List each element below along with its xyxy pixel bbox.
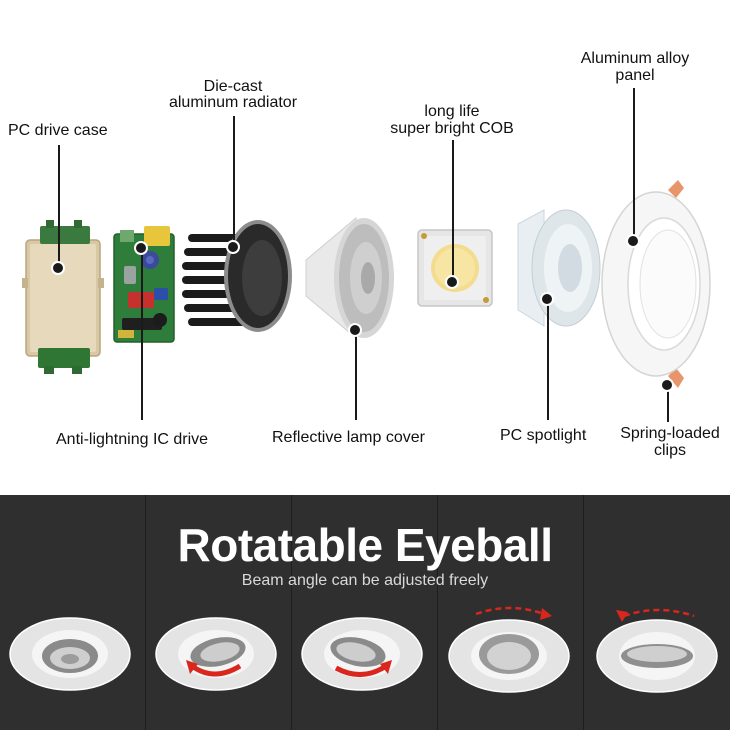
panel-label-line2: panel — [615, 67, 655, 84]
lamp-cover-label: Reflective lamp cover — [272, 429, 425, 446]
eyeball-banner — [0, 495, 730, 730]
reflective-cover-image — [305, 216, 394, 340]
ic-drive-label: Anti-lightning IC drive — [56, 431, 209, 448]
radiator-callout-dot — [226, 240, 240, 254]
ic-drive-callout-line — [141, 250, 143, 420]
radiator-label-line1: Die-cast — [203, 78, 263, 95]
downlight-tilt-right-image — [301, 617, 423, 691]
cob-callout-dot — [445, 275, 459, 289]
drive-case-callout-dot — [51, 261, 65, 275]
ic-drive-callout-dot — [134, 241, 148, 255]
panel-ring-image — [601, 180, 711, 388]
downlight-straight-image — [9, 617, 131, 691]
radiator-callout-line — [233, 116, 235, 244]
lamp-cover-callout-dot — [348, 323, 362, 337]
cob-callout-line — [452, 140, 454, 280]
cob-label-line1: long life — [424, 103, 480, 120]
pc-spotlight-image — [517, 209, 601, 327]
clips-label-line1: Spring-loaded — [620, 425, 720, 442]
cob-label-line2: super bright COB — [390, 120, 514, 137]
banner-subline: Beam angle can be adjusted freely — [241, 572, 489, 589]
downlight-tilt-left-image — [155, 617, 277, 691]
banner-panel — [0, 495, 146, 730]
spotlight-callout-dot — [540, 292, 554, 306]
banner-panel — [438, 495, 584, 730]
drive-case-image — [22, 220, 104, 374]
drive-case-callout-line — [58, 145, 60, 265]
banner-headline: Rotatable Eyeball — [177, 519, 553, 571]
spotlight-label: PC spotlight — [500, 427, 587, 444]
downlight-rotate-image — [448, 606, 570, 693]
radiator-label-line2: aluminum radiator — [168, 94, 298, 111]
lamp-cover-callout-line — [355, 330, 357, 420]
panel-label-line1: Aluminum alloy — [580, 50, 690, 67]
banner-panel — [146, 495, 292, 730]
downlight-rotate-far-image — [596, 608, 718, 693]
panel-callout-dot — [626, 234, 640, 248]
panel-callout-line — [633, 88, 635, 238]
drive-case-label: PC drive case — [8, 122, 108, 139]
spotlight-callout-line — [547, 300, 549, 420]
clips-callout-line — [667, 388, 669, 422]
clips-callout-dot — [660, 378, 674, 392]
radiator-image — [182, 220, 292, 332]
banner-panel — [292, 495, 438, 730]
clips-label-line2: clips — [653, 442, 686, 459]
cob-chip-image — [417, 229, 493, 307]
